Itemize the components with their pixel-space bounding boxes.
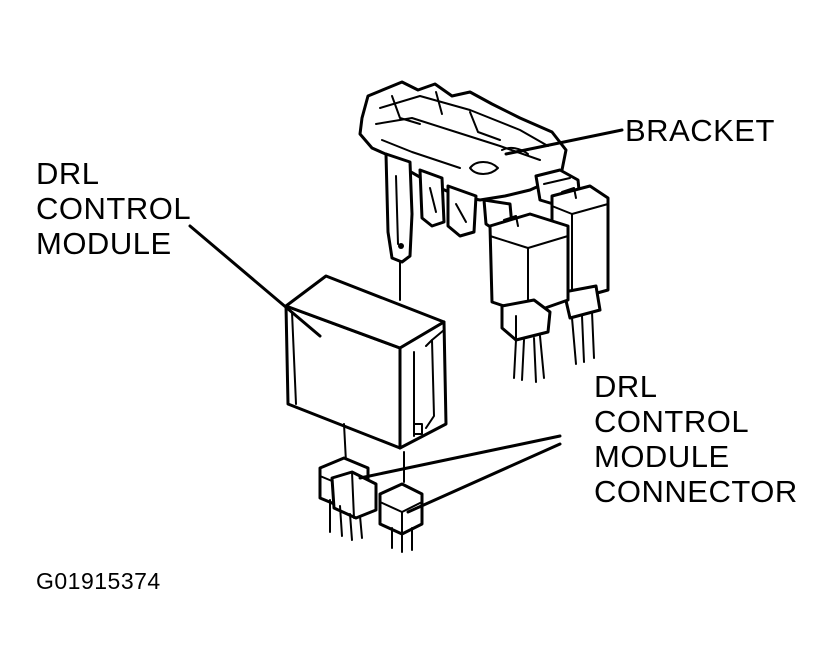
- bracket-relays: [488, 184, 610, 383]
- drl-control-module-connectors: [318, 456, 424, 553]
- drl-control-module-connector-label: DRL CONTROL MODULE CONNECTOR: [594, 369, 798, 509]
- connector-label-line-1: DRL: [594, 369, 658, 404]
- connector-label-line-4: CONNECTOR: [594, 474, 798, 509]
- bracket-label-text: BRACKET: [625, 113, 775, 148]
- bracket: [358, 80, 582, 264]
- drl-control-module-label-line-2: CONTROL: [36, 191, 192, 226]
- drl-control-module-label: DRL CONTROL MODULE: [36, 156, 191, 261]
- module-callout-line: [188, 224, 322, 338]
- connector-callout-line-1: [358, 434, 562, 480]
- bracket-label: BRACKET: [625, 113, 775, 148]
- bracket-callout-line: [504, 128, 624, 156]
- drl-control-module-body: [284, 274, 448, 450]
- module-to-connector-line: [343, 423, 347, 463]
- connector-label-line-2: CONTROL: [594, 404, 750, 439]
- connector-callout-line-2: [406, 442, 562, 514]
- drl-control-module-label-line-3: MODULE: [36, 226, 172, 261]
- connector-label-line-3: MODULE: [594, 439, 730, 474]
- figure-id: G01915374: [36, 568, 161, 594]
- drl-control-module-label-line-1: DRL: [36, 156, 100, 191]
